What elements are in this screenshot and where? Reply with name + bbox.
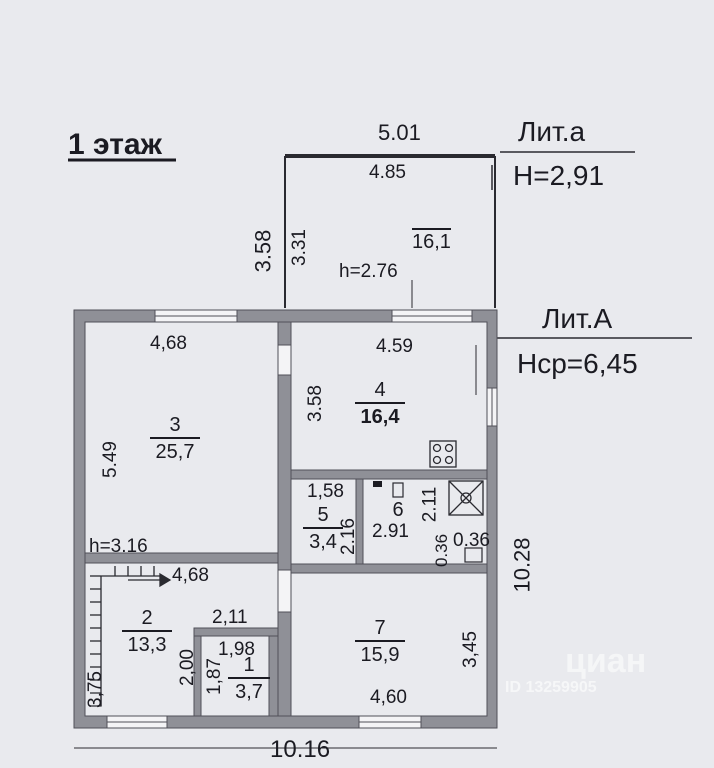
- meter-icon: [373, 481, 382, 487]
- room6-height: 2.11: [419, 486, 441, 523]
- room1-number: 1: [228, 655, 270, 679]
- windows: [106, 309, 498, 729]
- room4-area: 16,4: [360, 406, 400, 428]
- room7-height: 3,45: [459, 631, 481, 668]
- room5-width: 1,58: [307, 481, 344, 502]
- room3-number: 3: [150, 415, 200, 439]
- room7-label: 7 15,9: [355, 618, 405, 665]
- stove-icon: [429, 440, 457, 468]
- lit-a-small-label: Лит.а: [518, 116, 586, 147]
- wc-width: 2,11: [212, 607, 248, 628]
- room2-area: 13,3: [127, 634, 167, 656]
- veranda-width: 4.85: [369, 162, 406, 183]
- room2-number: 2: [122, 608, 172, 632]
- room3-label: 3 25,7: [150, 415, 200, 462]
- room4-width: 4.59: [376, 336, 413, 357]
- room1-height: 1,87: [203, 658, 225, 695]
- room5-number: 5: [303, 505, 343, 529]
- veranda-area-value: 16,1: [412, 231, 451, 253]
- lit-a-big-label: Лит.А: [542, 303, 613, 334]
- room6-extra-w: 0.36: [453, 530, 490, 551]
- room4-height: 3.58: [304, 385, 326, 422]
- room3-height: 5.49: [99, 441, 121, 478]
- room6-number: 6: [392, 499, 404, 521]
- shaft-icon: [464, 547, 483, 563]
- main-walls: [73, 309, 498, 729]
- veranda-outline: [284, 154, 496, 308]
- dim-right-total: 10.28: [509, 537, 535, 593]
- room6-extra-h: 0.36: [432, 533, 452, 568]
- room4-label: 4 16,4: [355, 380, 405, 427]
- room3-width: 4,68: [150, 333, 187, 354]
- floor-title: 1 этаж: [68, 128, 162, 161]
- watermark-id: ID 13259905: [505, 679, 597, 696]
- veranda-depth: 3.31: [288, 229, 310, 266]
- dim-top-veranda: 5.01: [378, 120, 421, 145]
- room2-ceiling: h=3.16: [89, 536, 148, 557]
- room2-side: 3,75: [84, 671, 106, 708]
- room5-area: 3,4: [309, 531, 337, 553]
- room7-area: 15,9: [360, 644, 400, 666]
- dim-left-veranda: 3.58: [250, 229, 276, 273]
- veranda-height: h=2.76: [339, 261, 398, 282]
- room1-width: 1,98: [218, 639, 255, 660]
- room5-label: 5 3,4: [303, 505, 343, 552]
- lit-a-big-height: Нср=6,45: [517, 348, 638, 379]
- room1-label: 1 3,7: [228, 655, 270, 702]
- room7-number: 7: [355, 618, 405, 642]
- room1-area: 3,7: [235, 681, 263, 703]
- veranda-area: 16,1: [412, 228, 451, 252]
- sink-icon: [392, 482, 404, 498]
- boiler-icon: [448, 480, 484, 516]
- watermark-brand: циан: [565, 642, 647, 680]
- room2-width: 4,68: [172, 565, 209, 586]
- staircase: [90, 566, 172, 707]
- dim-bottom-total: 10.16: [270, 736, 331, 763]
- room3-area: 25,7: [155, 441, 195, 463]
- room6-width: 2.91: [372, 521, 409, 542]
- lit-a-small-height: H=2,91: [513, 160, 605, 191]
- room4-number: 4: [355, 380, 405, 404]
- room7-width: 4,60: [370, 687, 407, 708]
- room2-height: 2,00: [176, 649, 198, 686]
- room2-label: 2 13,3: [122, 608, 172, 655]
